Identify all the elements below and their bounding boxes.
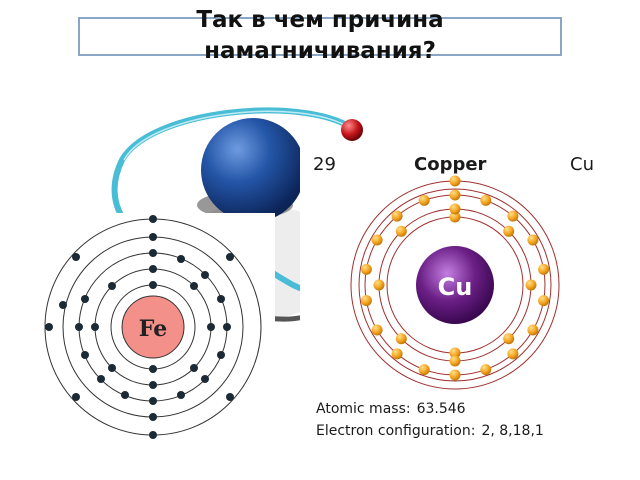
copper-electron — [418, 364, 430, 376]
copper-electrons — [360, 175, 550, 381]
copper-electron — [371, 324, 383, 336]
electron-config-value: 2, 8,18,1 — [481, 423, 544, 439]
copper-electron — [360, 263, 372, 275]
copper-electron — [449, 203, 461, 215]
blue-sphere — [201, 118, 305, 222]
copper-symbol: Cu — [570, 154, 594, 175]
copper-electron — [503, 225, 515, 237]
copper-nucleus-label: Cu — [438, 273, 473, 301]
copper-electron — [371, 234, 383, 246]
copper-nucleus — [416, 246, 494, 324]
atomic-mass-label: Atomic mass: — [316, 401, 411, 417]
copper-electron — [449, 211, 461, 223]
electron-config-label: Electron configuration: — [316, 423, 476, 439]
iron-nucleus — [121, 295, 185, 359]
copper-atomic-number: 29 — [313, 154, 336, 175]
copper-electron — [538, 295, 550, 307]
copper-electron — [449, 189, 461, 201]
iron-atom-diagram: Fe — [40, 213, 275, 448]
copper-electron — [391, 348, 403, 360]
atomic-mass-value: 63.546 — [416, 401, 466, 417]
copper-electron — [538, 263, 550, 275]
copper-electron — [503, 333, 515, 345]
copper-electron — [449, 355, 461, 367]
copper-electron — [480, 194, 492, 206]
copper-electron — [449, 347, 461, 359]
iron-nucleus-label: Fe — [139, 316, 167, 342]
copper-electron — [507, 210, 519, 222]
title-frame — [78, 17, 562, 56]
copper-electron — [373, 279, 385, 291]
copper-electron — [391, 210, 403, 222]
copper-electron — [525, 279, 537, 291]
copper-electron — [480, 364, 492, 376]
copper-electron — [449, 175, 461, 187]
red-electron — [341, 119, 363, 141]
copper-atom-diagram: Cu 29 Copper Cu — [300, 145, 630, 400]
electron-config-line: Electron configuration: 2, 8,18,1 — [316, 423, 544, 439]
copper-electron — [395, 333, 407, 345]
copper-name: Copper — [414, 154, 487, 175]
slide-title: Так в чем причина намагничивания? — [196, 7, 444, 64]
copper-electron — [507, 348, 519, 360]
copper-electron — [395, 225, 407, 237]
atomic-mass-line: Atomic mass: 63.546 — [316, 401, 466, 417]
copper-electron — [527, 234, 539, 246]
copper-electron — [527, 324, 539, 336]
copper-electron — [360, 295, 372, 307]
copper-electron — [449, 369, 461, 381]
copper-electron — [418, 194, 430, 206]
iron-electrons — [45, 215, 234, 439]
